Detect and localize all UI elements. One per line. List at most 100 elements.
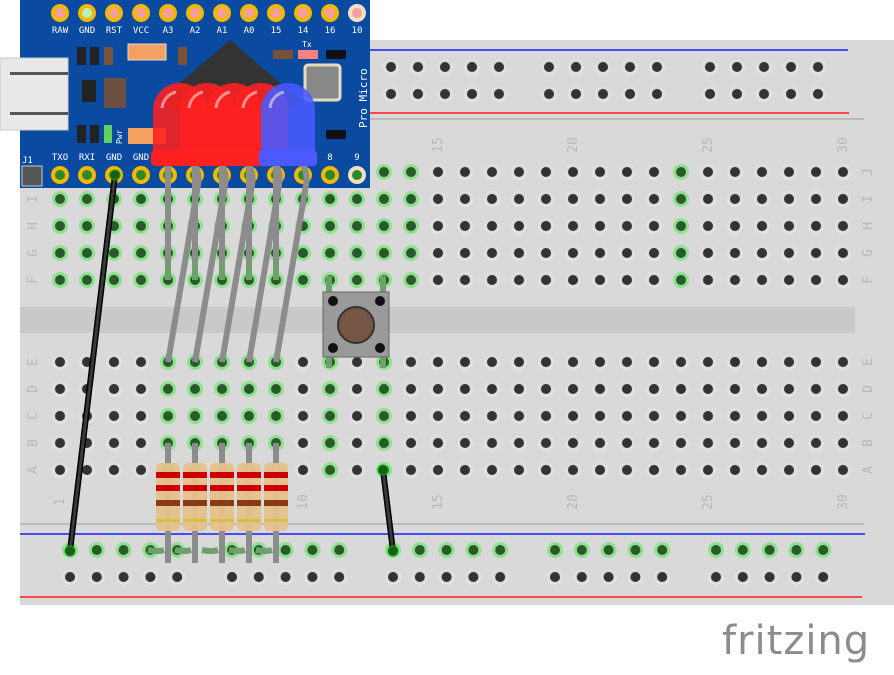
hole[interactable] [788,569,805,585]
hole-connected[interactable] [160,408,176,424]
hole[interactable] [646,354,662,370]
hole-connected[interactable] [376,381,392,397]
hole[interactable] [727,354,743,370]
pin-a0[interactable]: A0 [240,4,258,36]
hole[interactable] [349,435,365,451]
hole[interactable] [52,354,68,370]
hole[interactable] [464,86,480,102]
hole[interactable] [437,59,453,75]
hole[interactable] [349,354,365,370]
hole[interactable] [783,86,799,102]
hole[interactable] [457,462,473,478]
hole[interactable] [622,86,638,102]
hole[interactable] [700,245,716,261]
hole[interactable] [383,86,399,102]
hole[interactable] [511,191,527,207]
hole[interactable] [438,569,455,585]
hole[interactable] [592,381,608,397]
hole[interactable] [430,245,446,261]
hole-connected[interactable] [79,191,95,207]
hole[interactable] [457,245,473,261]
hole[interactable] [430,218,446,234]
hole[interactable] [383,59,399,75]
hole-connected[interactable] [52,218,68,234]
hole[interactable] [250,569,267,585]
hole[interactable] [727,245,743,261]
pin-a3[interactable]: A3 [159,4,177,36]
hole-connected[interactable] [349,272,365,288]
hole-connected[interactable] [52,272,68,288]
hole[interactable] [457,408,473,424]
hole[interactable] [430,164,446,180]
hole[interactable] [133,462,149,478]
hole[interactable] [619,354,635,370]
hole[interactable] [754,272,770,288]
hole[interactable] [568,59,584,75]
hole[interactable] [52,381,68,397]
hole[interactable] [538,408,554,424]
hole[interactable] [573,569,590,585]
pushbutton[interactable] [322,276,390,368]
hole[interactable] [673,408,689,424]
hole[interactable] [457,381,473,397]
hole[interactable] [727,408,743,424]
hole[interactable] [538,354,554,370]
hole-connected[interactable] [214,408,230,424]
hole[interactable] [781,381,797,397]
hole[interactable] [673,381,689,397]
hole[interactable] [465,569,482,585]
pin-a1[interactable]: A1 [213,4,231,36]
hole-connected[interactable] [376,218,392,234]
hole[interactable] [403,381,419,397]
hole-connected[interactable] [376,191,392,207]
resistor[interactable] [201,443,234,563]
hole-connected[interactable] [403,272,419,288]
hole[interactable] [511,435,527,451]
pin-rst[interactable]: RST [105,4,123,36]
hole[interactable] [781,245,797,261]
hole-connected[interactable] [79,272,95,288]
hole[interactable] [619,435,635,451]
hole[interactable] [430,462,446,478]
hole[interactable] [619,164,635,180]
pin-a2[interactable]: A2 [186,4,204,36]
hole[interactable] [538,381,554,397]
hole[interactable] [484,354,500,370]
hole[interactable] [457,218,473,234]
hole[interactable] [781,164,797,180]
hole[interactable] [756,86,772,102]
hole-connected[interactable] [322,435,338,451]
hole[interactable] [331,569,348,585]
hole[interactable] [700,164,716,180]
hole[interactable] [646,245,662,261]
hole[interactable] [592,218,608,234]
hole[interactable] [538,272,554,288]
hole[interactable] [592,408,608,424]
hole-connected[interactable] [268,408,284,424]
hole[interactable] [810,86,826,102]
hole-connected[interactable] [187,408,203,424]
hole[interactable] [457,435,473,451]
hole[interactable] [835,272,851,288]
hole[interactable] [410,59,426,75]
hole[interactable] [835,435,851,451]
pin-10[interactable]: 10 [348,4,366,36]
hole-connected[interactable] [600,542,617,558]
hole[interactable] [754,164,770,180]
hole-connected[interactable] [277,542,294,558]
hole[interactable] [727,218,743,234]
hole[interactable] [592,164,608,180]
hole[interactable] [484,218,500,234]
hole-connected[interactable] [106,272,122,288]
resistor[interactable] [255,443,288,563]
hole-connected[interactable] [295,272,311,288]
hole-connected[interactable] [322,462,338,478]
hole[interactable] [484,245,500,261]
hole[interactable] [700,218,716,234]
hole[interactable] [649,86,665,102]
hole[interactable] [491,86,507,102]
hole[interactable] [295,354,311,370]
pin-bottom[interactable]: GND [132,153,150,184]
hole-connected[interactable] [79,245,95,261]
hole[interactable] [835,354,851,370]
